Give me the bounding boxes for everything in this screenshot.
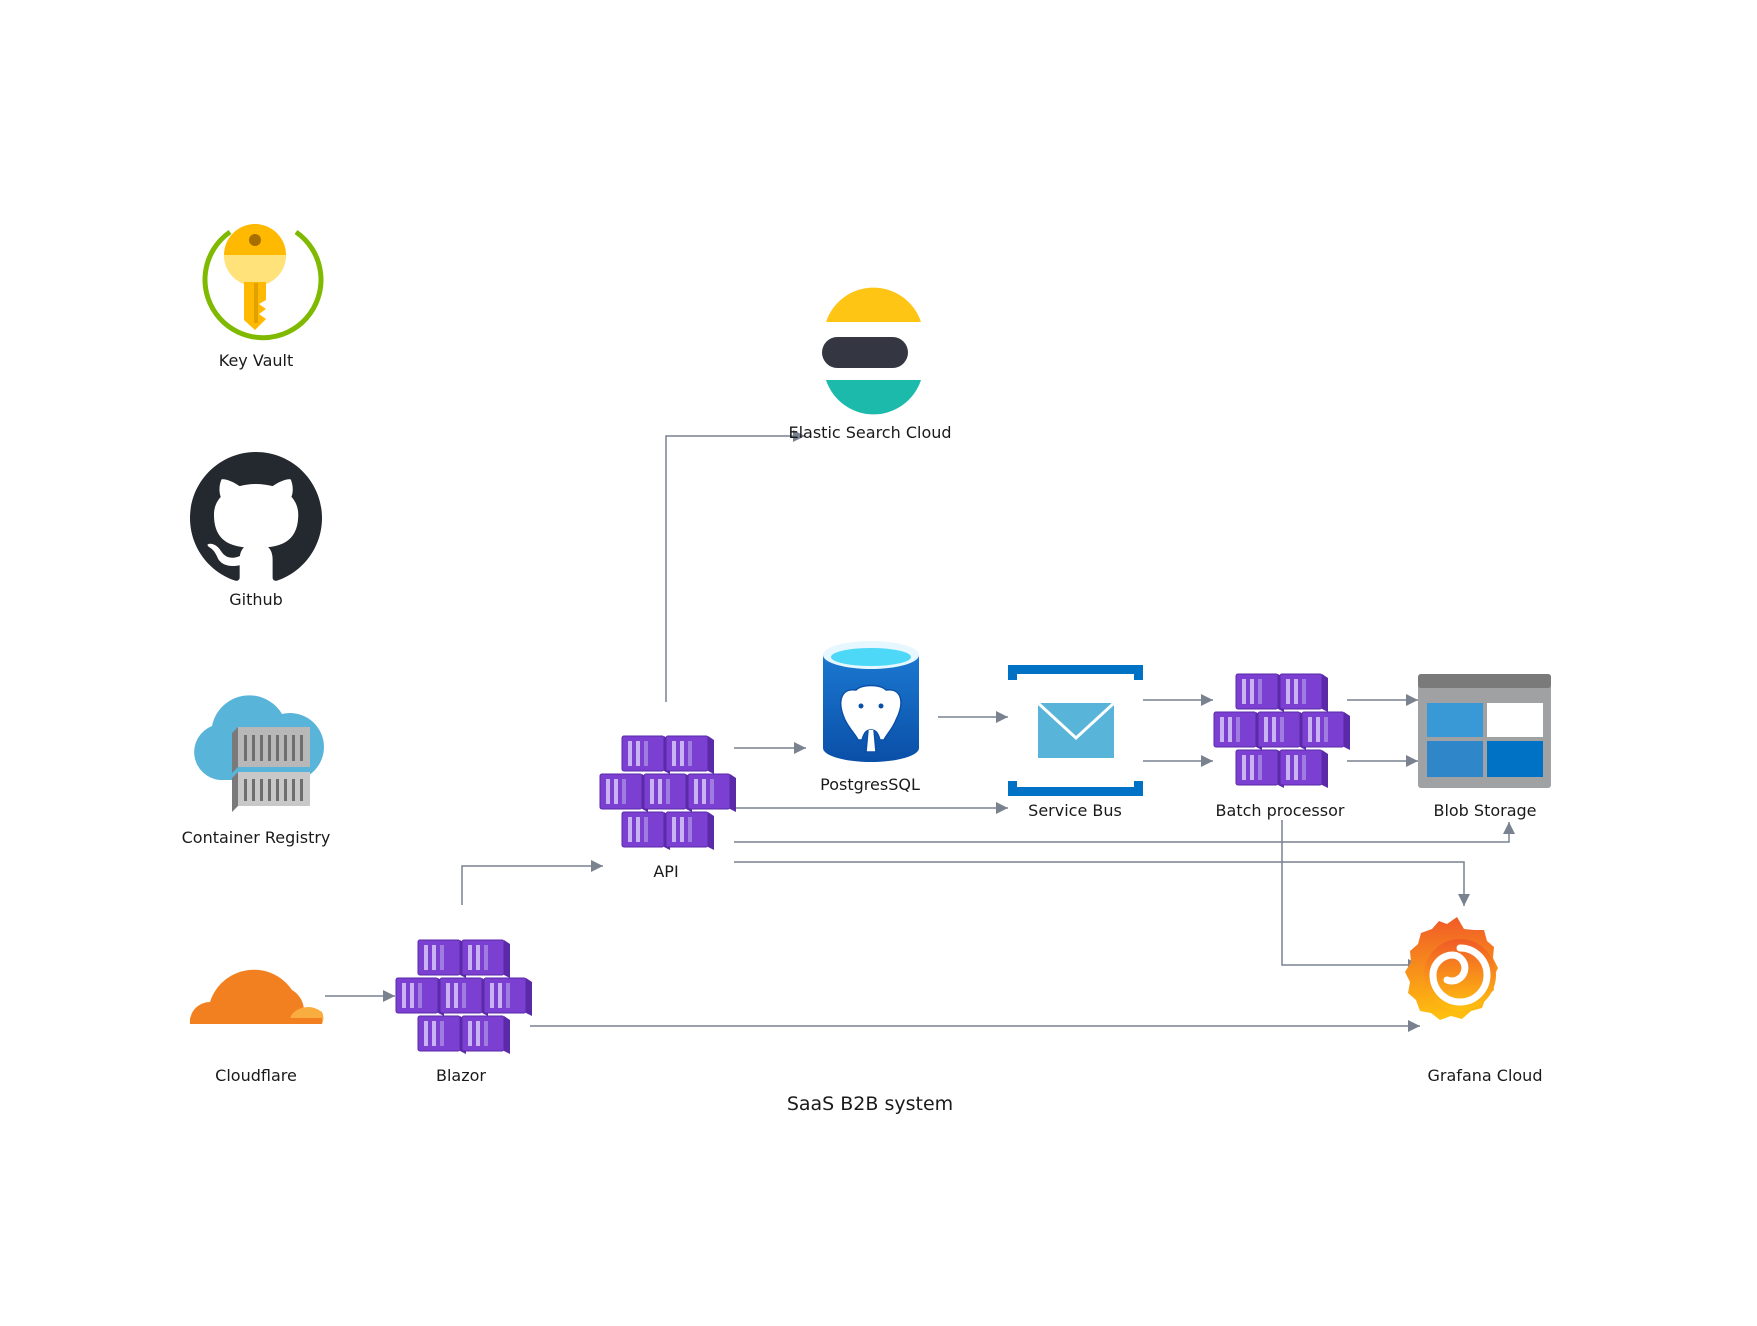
node-label-postgres: PostgresSQL xyxy=(820,775,920,794)
node-label-github: Github xyxy=(229,590,283,609)
node-label-grafana: Grafana Cloud xyxy=(1427,1066,1543,1085)
diagram-caption: SaaS B2B system xyxy=(786,1093,954,1115)
node-label-api: API xyxy=(653,862,679,881)
edge-api-elastic xyxy=(665,430,805,702)
service-bus-icon xyxy=(1008,665,1143,796)
postgresql-icon xyxy=(823,641,919,762)
node-label-container-registry: Container Registry xyxy=(181,828,331,847)
key-vault-icon xyxy=(202,224,324,341)
node-label-blazor: Blazor xyxy=(436,1066,486,1085)
edge-api-blob xyxy=(734,822,1515,843)
edge-api-grafana xyxy=(734,861,1470,906)
container-apps-icon xyxy=(396,940,532,1054)
edge-blazor-api xyxy=(461,860,603,905)
node-label-cloudflare: Cloudflare xyxy=(215,1066,297,1085)
container-registry-icon xyxy=(194,695,324,812)
node-label-elastic: Elastic Search Cloud xyxy=(788,423,952,442)
edge-batch-grafana xyxy=(1281,820,1420,971)
node-label-key-vault: Key Vault xyxy=(218,351,294,370)
elastic-icon xyxy=(822,287,921,415)
node-label-batch-processor: Batch processor xyxy=(1215,801,1345,820)
blob-storage-icon xyxy=(1418,674,1551,788)
container-apps-icon xyxy=(1214,674,1350,788)
github-icon xyxy=(190,452,322,581)
cloudflare-icon xyxy=(189,969,324,1024)
container-apps-icon xyxy=(600,736,736,850)
node-label-service-bus: Service Bus xyxy=(1028,801,1122,820)
node-label-blob-storage: Blob Storage xyxy=(1433,801,1537,820)
edges xyxy=(325,430,1515,1032)
grafana-icon xyxy=(1405,917,1498,1020)
